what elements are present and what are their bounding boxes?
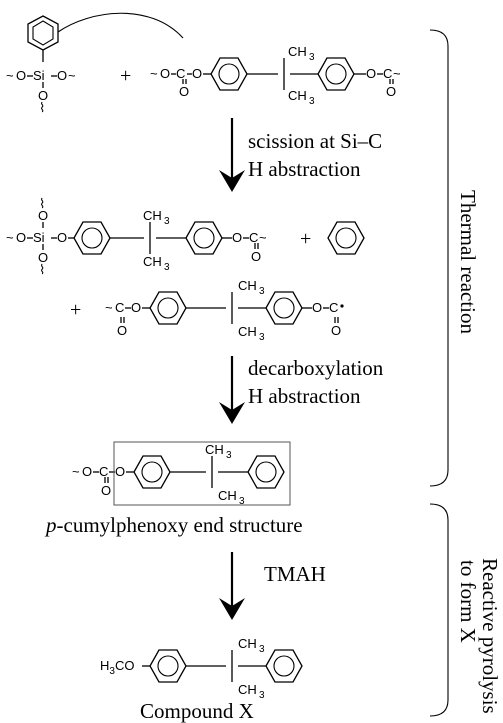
step-label: decarboxylation (248, 356, 384, 380)
carbonyl-carbon: C (249, 230, 258, 245)
subscript: 3 (164, 216, 170, 227)
oxygen-atom: O (160, 66, 170, 81)
oxygen-atom: O (232, 230, 242, 245)
wavy-bond: ~ (393, 66, 401, 81)
methyl-group: CH (218, 488, 237, 503)
methoxy-group: H3CO (100, 658, 134, 677)
carbonyl-oxygen: O (117, 323, 127, 338)
subscript: 3 (309, 96, 315, 107)
reactive-pyrolysis-label: to form X (456, 560, 480, 643)
thermal-reaction-bracket (429, 29, 449, 487)
reaction-arrow-3 (219, 552, 245, 620)
carbonyl-oxygen: O (179, 84, 189, 99)
silicon-bisphenol-unit: ⌇ O ~ O Si O O ⌇ CH 3 CH 3 O C O ~ (6, 196, 267, 277)
subscript: 3 (259, 644, 265, 655)
step-label: TMAH (264, 562, 326, 586)
oxygen-atom: O (57, 68, 67, 83)
plus-sign: + (70, 299, 81, 321)
step-label: scission at Si–C (248, 129, 382, 153)
methyl-group: CH (238, 278, 257, 293)
highlight-box (113, 441, 291, 506)
wavy-bond: ⌇ (39, 100, 45, 115)
radical-dot (340, 304, 344, 308)
oxygen-atom: O (38, 88, 48, 103)
oxygen-atom: O (131, 300, 141, 315)
methyl-group: CH (238, 682, 257, 697)
oxygen-atom: O (38, 208, 48, 223)
carbonyl-oxygen: O (331, 323, 341, 338)
compound-caption: Compound X (140, 699, 254, 723)
carbonyl-carbon: C (99, 464, 108, 479)
cumylphenoxy-end-structure: ~ O C O O CH 3 CH 3 (72, 441, 291, 507)
methyl-group: CH (238, 324, 257, 339)
wavy-bond: ~ (72, 464, 80, 479)
wavy-bond: ~ (68, 68, 76, 83)
wavy-bond: ~ (259, 230, 267, 245)
methyl-group: CH (288, 88, 307, 103)
subscript: 3 (309, 52, 315, 63)
oxygen-atom: O (312, 300, 322, 315)
silicon-atom: Si (33, 230, 45, 245)
silicon-atom: Si (33, 68, 45, 83)
compound-x-structure: H3CO CH 3 CH 3 (100, 636, 303, 701)
subscript: 3 (259, 332, 265, 343)
reactive-pyrolysis-bracket (429, 503, 449, 717)
reaction-arrow-1 (219, 118, 245, 192)
benzene-product (327, 221, 365, 255)
carbonyl-carbon: C (115, 300, 124, 315)
polycarbonate-unit: ~ O C O O CH 3 CH 3 O C O ~ (150, 44, 401, 107)
wavy-bond: ⌇ (39, 262, 45, 277)
thermal-reaction-label: Thermal reaction (456, 190, 480, 335)
oxygen-atom: O (115, 464, 125, 479)
oxygen-atom: O (57, 230, 67, 245)
methyl-group: CH (288, 44, 307, 59)
subscript: 3 (239, 496, 245, 507)
oxygen-atom: O (82, 464, 92, 479)
carbonyl-oxygen: O (251, 249, 261, 264)
carbonyl-oxygen: O (101, 483, 111, 498)
methyl-group: CH (143, 208, 162, 223)
wavy-bond: ~ (6, 230, 14, 245)
carbonyl-carbon: C (176, 66, 185, 81)
wavy-bond: ⌇ (39, 196, 45, 211)
oxygen-atom: O (38, 250, 48, 265)
carboxyl-radical-unit: ~ C O O CH 3 CH 3 O C O (105, 278, 344, 343)
phenyl-silicon-unit: ~ O Si O ~ O ⌇ (6, 15, 76, 115)
wavy-bond: ~ (150, 66, 158, 81)
methyl-group: CH (143, 254, 162, 269)
plus-sign: + (120, 65, 131, 87)
oxygen-atom: O (16, 68, 26, 83)
oxygen-atom: O (16, 230, 26, 245)
oxygen-atom: O (366, 66, 376, 81)
reactive-pyrolysis-label: Reactive pyrolysis (478, 558, 502, 714)
methyl-group: CH (238, 636, 257, 651)
carbonyl-carbon: C (383, 66, 392, 81)
wavy-bond: ~ (105, 300, 113, 315)
step-label: H abstraction (248, 157, 361, 181)
methyl-group: CH (205, 442, 224, 457)
wavy-bond: ~ (6, 68, 14, 83)
subscript: 3 (226, 450, 232, 461)
oxygen-atom: O (192, 66, 202, 81)
curved-arrow (57, 12, 184, 39)
subscript: 3 (164, 262, 170, 273)
reaction-arrow-2 (219, 356, 245, 424)
subscript: 3 (259, 286, 265, 297)
end-structure-caption: p-cumylphenoxy end structure (44, 513, 303, 537)
plus-sign: + (300, 228, 311, 250)
subscript: 3 (259, 690, 265, 701)
step-label: H abstraction (248, 384, 361, 408)
carbonyl-oxygen: O (386, 84, 396, 99)
carbonyl-carbon: C (329, 300, 338, 315)
